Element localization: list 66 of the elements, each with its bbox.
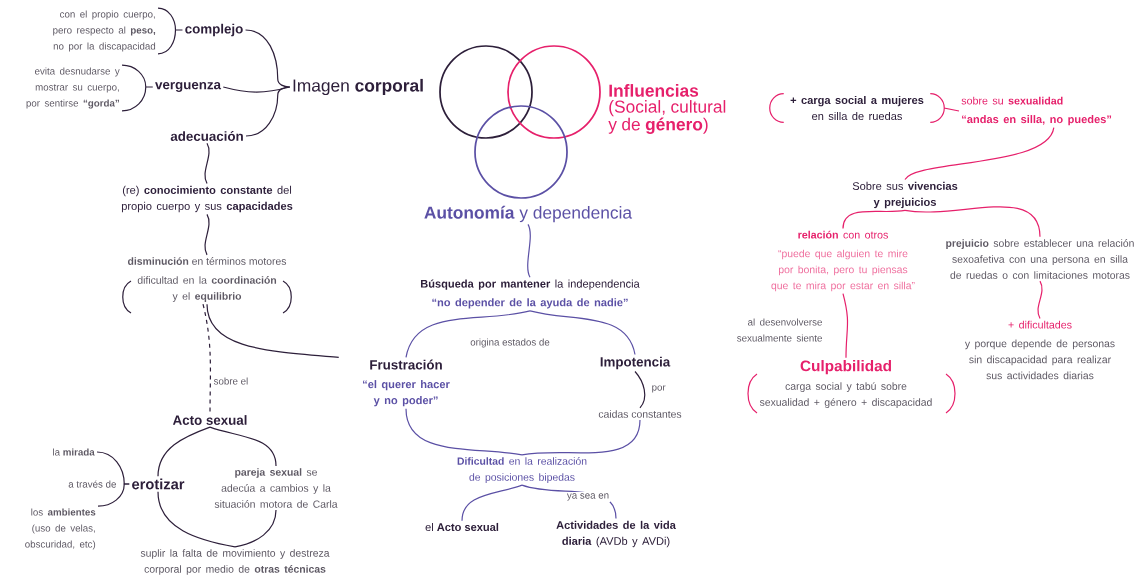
brace-connector	[244, 29, 291, 88]
edge-label: origina estados de	[468, 337, 552, 349]
concept-text: dificultad en la coordinación y el equilibrio	[137, 276, 277, 302]
brace-connector	[234, 509, 277, 548]
concept-text: + carga social a mujeres en silla de ruedas	[790, 95, 924, 121]
concept-text: (re) conocimiento constante del propio cuerpo y sus capacidades	[121, 185, 293, 213]
brace-connector	[209, 426, 277, 467]
brace-connector	[527, 223, 531, 278]
edge-label: por	[650, 384, 667, 394]
brace-connector	[204, 142, 210, 185]
brace-connector	[97, 483, 130, 507]
venn-circle	[474, 105, 568, 199]
brace-connector	[529, 310, 636, 356]
concept-text: complejo	[185, 23, 243, 37]
concept-text: erotizar	[132, 478, 185, 490]
concept-text: disminución en términos motores	[127, 257, 287, 265]
concept-text: pareja sexual se adecúa a cambios y la situación motora de Carla	[214, 468, 338, 508]
brace-connector	[157, 7, 184, 55]
brace-connector	[206, 303, 340, 358]
brace-connector	[1037, 280, 1043, 320]
concept-text: Búsqueda por mantener la independencia “no depender de la ayuda de nadie”	[421, 279, 640, 309]
brace-connector	[157, 426, 211, 477]
brace-connector	[904, 127, 1055, 181]
brace-connector	[842, 293, 849, 359]
concept-text: Actividades de la vida diaria (AVDb y AVDi)	[556, 520, 676, 548]
brace-connector	[842, 209, 906, 229]
heading-text: Autonomía y dependencia	[424, 205, 633, 223]
note-text: con el propio cuerpo, pero respecto al peso, no por la discapacidad	[53, 10, 156, 52]
brace-connector	[405, 310, 531, 358]
edge-label: al desenvolverse sexualmente siente	[731, 317, 824, 343]
edge-label: sobre el	[212, 376, 250, 386]
concept-text: caidas constantes	[598, 410, 682, 418]
brace-connector	[929, 93, 960, 123]
brace-connector	[245, 86, 291, 137]
heading-text: Imagen corporal	[293, 78, 423, 96]
concept-text: Acto sexual	[172, 415, 247, 425]
note-text: evita desnudarse y mostrar su cuerpo, por sentirse “gorda”	[26, 67, 120, 109]
concept-text: Culpabilidad carga social y tabú sobre sexualidad + género + discapacidad	[759, 360, 932, 408]
concept-text: relación con otros “puede que alguien te mire por bonita, pero tu piensas que te mira por estar en silla”	[771, 230, 915, 292]
concept-text: prejuicio sobre establecer una relación sexoafetiva con una persona en silla de ruedas o con limitaciones motoras	[946, 239, 1134, 279]
note-text: los ambientes (uso de velas, obscuridad, etc)	[25, 508, 96, 550]
venn-circle	[507, 45, 601, 139]
brace-connector	[405, 408, 523, 456]
brace-connector	[121, 64, 154, 112]
concept-text: suplir la falta de movimiento y destreza corporal por medio de otras técnicas	[140, 549, 330, 575]
edge-label: a través de	[66, 479, 118, 489]
concept-text: Frustración “el querer hacer y no poder”	[363, 359, 450, 407]
concept-text: verguenza	[155, 82, 222, 92]
concept-text: Impotencia	[600, 356, 671, 370]
concept-text: sobre su sexualidad “andas en silla, no puedes”	[961, 96, 1112, 126]
concept-text: Dificultad en la realización de posiciones bipedas	[457, 457, 587, 483]
heading-text: Influencias (Social, cultural y de género)	[608, 84, 726, 134]
concept-text: + dificultades y porque depende de personas sin discapacidad para realizar sus actividades diarias	[964, 320, 1115, 380]
brace-connector	[634, 370, 646, 409]
edge-label: ya sea en	[565, 492, 611, 502]
concept-text: Sobre sus vivencias y prejuicios	[852, 181, 958, 209]
brace-connector	[204, 213, 210, 256]
brace-connector	[157, 491, 236, 548]
brace-connector	[461, 484, 523, 522]
concept-text: el Acto sexual	[425, 522, 499, 532]
venn-circle	[439, 45, 533, 139]
dashed-connector	[202, 303, 211, 414]
concept-text: adecuación	[170, 131, 243, 141]
brace-connector	[521, 419, 641, 456]
note-text: la mirada	[53, 448, 95, 456]
brace-connector	[904, 206, 1041, 238]
